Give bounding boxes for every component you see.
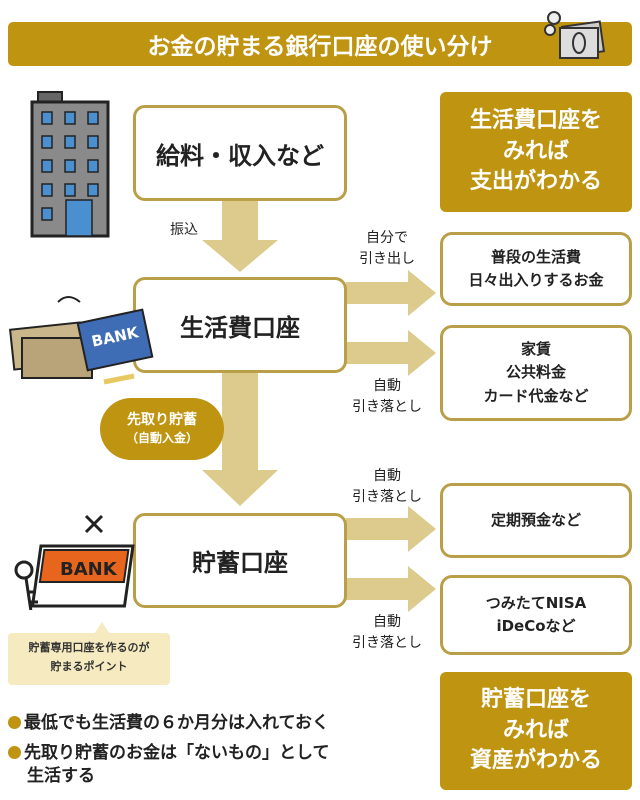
daily-expenses-box: 普段の生活費日々出入りするお金: [440, 232, 632, 306]
summary-assets: 貯蓄口座をみれば資産がわかる: [440, 672, 632, 790]
investment-box: つみたてNISA iDeCoなど: [440, 575, 632, 655]
bullet-item-2: 先取り貯蓄のお金は「ないもの」として生活する: [8, 742, 330, 788]
arrow-right-1: [346, 270, 436, 316]
transfer-label: 振込: [170, 222, 198, 238]
auto-line1: 自動: [373, 614, 401, 630]
prepay-savings-badge: 先取り貯蓄 （自動入金）: [100, 398, 224, 460]
auto-line2: 引き落とし: [352, 399, 422, 415]
savings-bankbook-key-icon: BANK: [14, 514, 135, 610]
savings-account-label: 貯蓄口座: [192, 549, 288, 577]
summary-expenses: 生活費口座をみれば支出がわかる: [440, 92, 632, 212]
fixed-line3: カード代金など: [483, 386, 589, 405]
auto-debit-label-3: 自動引き落とし: [345, 612, 429, 654]
gold-bottom-line3: 資産がわかる: [469, 748, 602, 774]
auto-debit-label-1: 自動引き落とし: [345, 376, 429, 418]
tip-callout: 貯蓄専用口座を作るのが貯まるポイント: [8, 633, 170, 685]
arrow-right-2: [346, 330, 436, 376]
savings-account-box: 貯蓄口座: [133, 513, 347, 608]
bullet-text: 最低でも生活費の６か月分は入れておく: [24, 713, 329, 733]
badge-line2: （自動入金）: [125, 431, 198, 446]
bullet-dot: [8, 716, 21, 729]
arrow-right-3: [346, 506, 436, 552]
living-account-box: 生活費口座: [133, 277, 347, 373]
fixed-line1: 家賃: [520, 340, 551, 359]
arrow-right-4: [346, 566, 436, 612]
arrow-down-2: [202, 372, 278, 506]
arrow-down-1: [202, 200, 278, 272]
withdraw-label: 自分で引き出し: [352, 228, 422, 270]
income-label: 給料・収入など: [156, 141, 324, 170]
living-account-label: 生活費口座: [180, 313, 300, 342]
title: お金の貯まる銀行口座の使い分け: [147, 34, 493, 60]
gold-bottom-line2: みれば: [502, 717, 569, 743]
gold-bottom-line1: 貯蓄口座を: [480, 686, 591, 712]
invest-line2: iDeCoなど: [496, 617, 576, 635]
daily-line1: 普段の生活費: [490, 247, 581, 266]
gold-top-line2: みれば: [502, 138, 569, 164]
callout-line1: 貯蓄専用口座を作るのが: [28, 641, 150, 654]
fixed-costs-box: 家賃公共料金カード代金など: [440, 325, 632, 421]
invest-line1: つみたてNISA: [485, 593, 587, 612]
auto-debit-label-2: 自動引き落とし: [345, 466, 429, 508]
withdraw-line1: 自分で: [366, 230, 408, 246]
gold-top-line1: 生活費口座を: [469, 107, 602, 133]
gold-top-line3: 支出がわかる: [469, 169, 602, 195]
withdraw-line2: 引き出し: [359, 251, 415, 267]
money-icon: [544, 11, 606, 59]
deposit-line1: 定期預金など: [490, 510, 581, 529]
auto-line1: 自動: [373, 378, 401, 394]
cash-and-bankbook-icon: BANK: [9, 296, 154, 385]
auto-line1: 自動: [373, 468, 401, 484]
callout-pointer: [94, 622, 110, 634]
time-deposit-box: 定期預金など: [440, 483, 632, 558]
callout-line2: 貯まるポイント: [50, 659, 128, 673]
bullet-text: 先取り貯蓄のお金は「ないもの」として: [24, 743, 330, 763]
bullet-item-1: 最低でも生活費の６か月分は入れておく: [8, 712, 329, 735]
daily-line2: 日々出入りするお金: [468, 271, 604, 289]
auto-line2: 引き落とし: [352, 489, 422, 505]
income-box: 給料・収入など: [133, 105, 347, 201]
office-building-icon: [30, 91, 110, 238]
fixed-line2: 公共料金: [505, 363, 566, 382]
badge-line1: 先取り貯蓄: [127, 411, 197, 428]
auto-line2: 引き落とし: [352, 635, 422, 651]
bank-text: BANK: [60, 559, 118, 580]
bullet-dot: [8, 746, 21, 759]
bullet-text-cont: 生活する: [27, 765, 95, 786]
title-bar: お金の貯まる銀行口座の使い分け: [8, 11, 632, 66]
